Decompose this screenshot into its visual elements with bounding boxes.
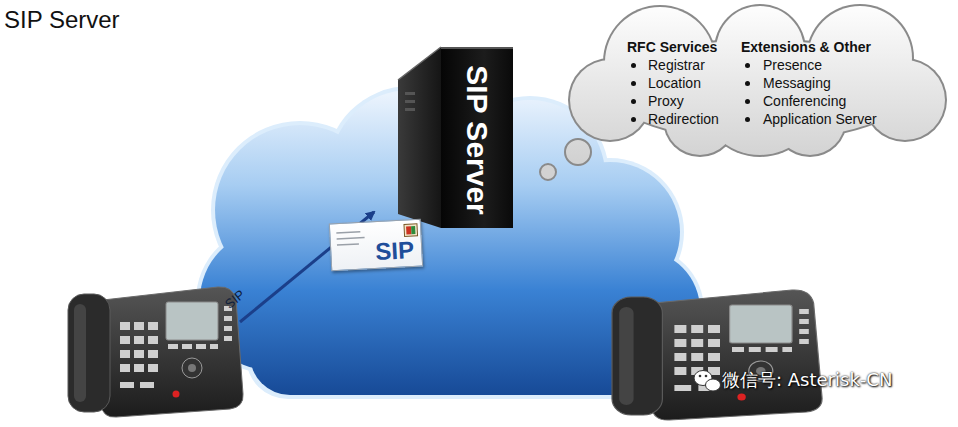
envelope-label: SIP <box>375 237 415 265</box>
bullet-dot <box>745 81 750 86</box>
sip-envelope: SIP <box>329 219 423 272</box>
list-item: Messaging <box>763 74 831 92</box>
bullet-dot <box>631 81 636 86</box>
list-item: Location <box>648 74 701 92</box>
wechat-icon <box>694 371 721 392</box>
bullet-dot <box>631 117 636 122</box>
list-item: Presence <box>763 56 822 74</box>
bullet-dot <box>631 99 636 104</box>
list-item: Conferencing <box>763 92 846 110</box>
section-heading: RFC Services <box>627 38 717 56</box>
watermark: 微信号: Asterisk-CN <box>722 368 892 392</box>
server-tower <box>398 47 512 228</box>
thought-bubble <box>540 4 947 180</box>
list-item: Registrar <box>648 56 705 74</box>
server-label: SIP Server <box>461 65 493 215</box>
server-box: SIP Server <box>441 47 513 228</box>
list-item: Application Server <box>763 110 877 128</box>
bullet-dot <box>745 99 750 104</box>
diagram-title: SIP Server <box>4 6 120 34</box>
bullet-dot <box>745 117 750 122</box>
thought-bubble-box: RFC ServicesRegistrarLocationProxyRedire… <box>622 38 881 130</box>
bullet-dot <box>631 63 636 68</box>
list-item: Redirection <box>648 110 719 128</box>
bullet-dot <box>745 63 750 68</box>
ip-phone <box>612 290 822 420</box>
section-heading: Extensions & Other <box>741 38 871 56</box>
list-item: Proxy <box>648 92 684 110</box>
ip-phone <box>68 287 243 417</box>
